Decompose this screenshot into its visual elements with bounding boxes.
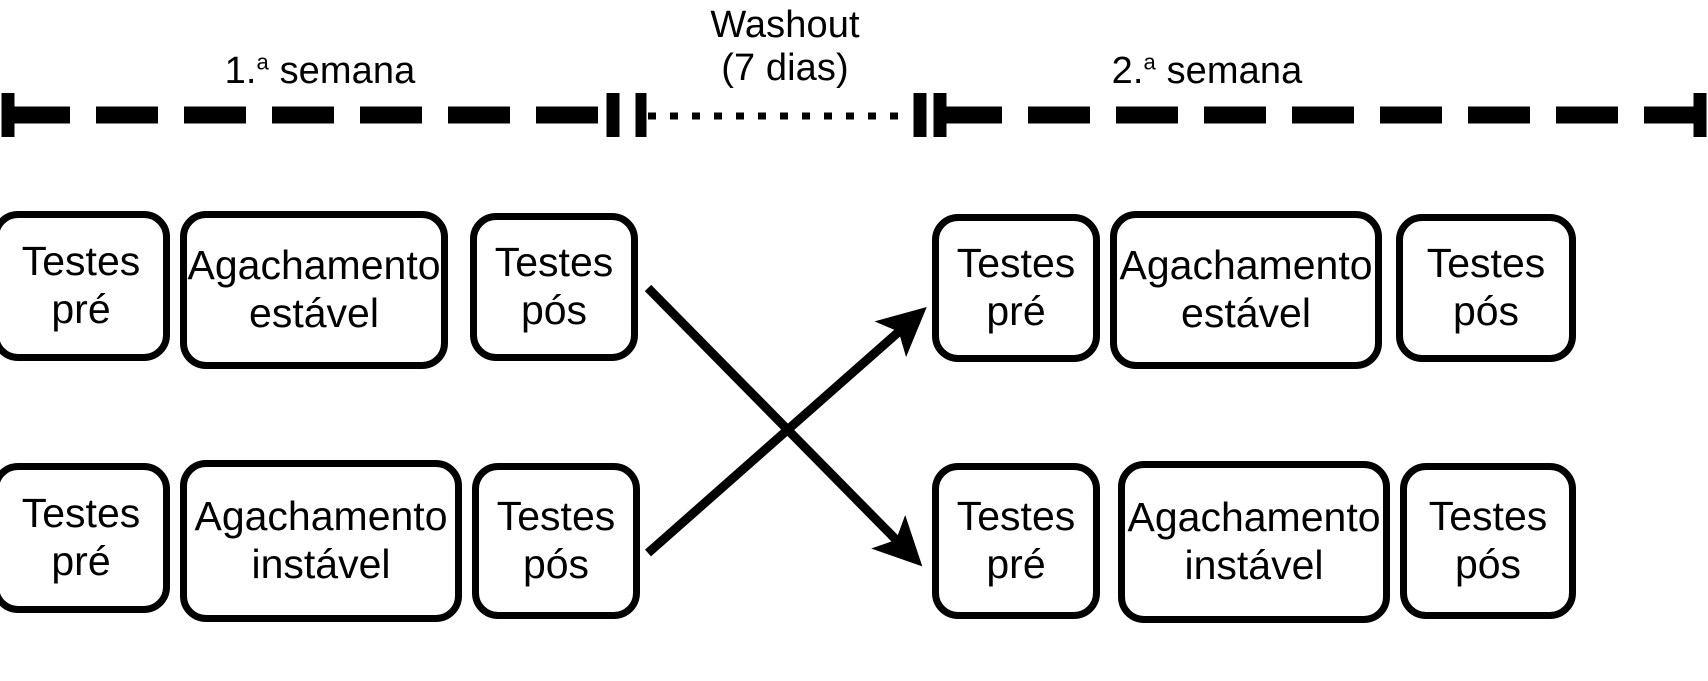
week-2-ordinal-sup: a bbox=[1143, 49, 1156, 75]
timeline-graphic bbox=[1, 93, 1707, 137]
washout-title: Washout bbox=[710, 4, 860, 46]
box-left-bottom-intervention[interactable]: Agachamento instável bbox=[180, 460, 462, 622]
timeline-label-week-1: 1.a semana bbox=[175, 50, 465, 93]
timeline-period-1-line bbox=[1, 93, 620, 137]
box-label: Testes pós bbox=[1428, 493, 1548, 587]
box-label: Agachamento estável bbox=[187, 242, 441, 336]
box-right-top-post-test[interactable]: Testes pós bbox=[1396, 214, 1576, 362]
box-left-top-post-test[interactable]: Testes pós bbox=[470, 213, 638, 361]
timeline-label-week-2: 2.a semana bbox=[1062, 50, 1352, 93]
box-label: Testes pré bbox=[956, 240, 1076, 334]
washout-duration: (7 dias) bbox=[721, 46, 849, 89]
box-label: Testes pós bbox=[1426, 240, 1546, 334]
box-right-top-intervention[interactable]: Agachamento estável bbox=[1110, 211, 1382, 369]
arrow-bottomleft-to-topright bbox=[645, 307, 927, 557]
box-label: Testes pré bbox=[21, 490, 141, 584]
box-left-bottom-post-test[interactable]: Testes pós bbox=[472, 463, 640, 619]
box-label: Testes pré bbox=[956, 493, 1076, 587]
box-label: Agachamento instável bbox=[194, 493, 448, 587]
week-1-prefix: 1. bbox=[224, 50, 257, 92]
box-right-bottom-post-test[interactable]: Testes pós bbox=[1400, 463, 1576, 619]
box-left-top-pre-test[interactable]: Testes pré bbox=[0, 211, 170, 361]
box-left-bottom-pre-test[interactable]: Testes pré bbox=[0, 463, 170, 613]
box-label: Testes pré bbox=[21, 238, 141, 332]
box-label: Testes pós bbox=[494, 239, 614, 333]
box-right-bottom-intervention[interactable]: Agachamento instável bbox=[1118, 461, 1390, 623]
timeline-period-2-line bbox=[933, 93, 1707, 137]
timeline-label-washout: Washout (7 dias) bbox=[640, 4, 930, 89]
week-1-ordinal-sup: a bbox=[256, 49, 269, 75]
week-1-rest: semana bbox=[268, 50, 416, 92]
box-label: Testes pós bbox=[496, 493, 616, 587]
timeline-washout-line bbox=[635, 93, 927, 137]
arrow-topleft-to-bottomright bbox=[644, 284, 923, 567]
week-2-rest: semana bbox=[1155, 50, 1303, 92]
box-right-bottom-pre-test[interactable]: Testes pré bbox=[932, 463, 1100, 619]
week-2-prefix: 2. bbox=[1111, 50, 1144, 92]
box-label: Agachamento instável bbox=[1127, 494, 1381, 588]
box-label: Agachamento estável bbox=[1119, 242, 1373, 336]
box-left-top-intervention[interactable]: Agachamento estável bbox=[180, 211, 448, 369]
box-right-top-pre-test[interactable]: Testes pré bbox=[932, 214, 1100, 362]
